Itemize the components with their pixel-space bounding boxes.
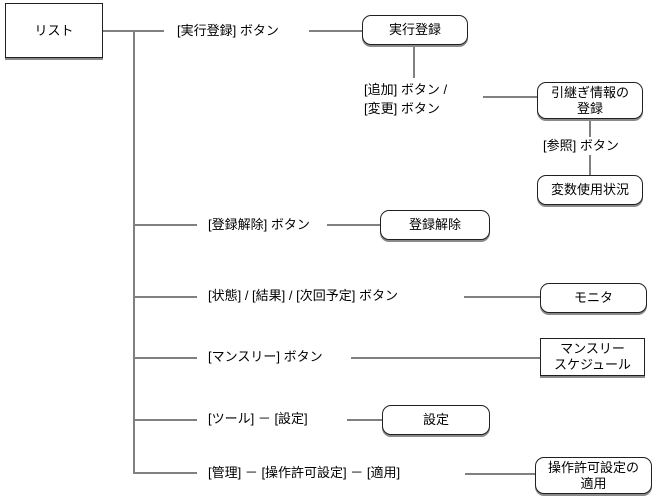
connector-label-to-permission <box>465 473 535 475</box>
branch-tick-monthly <box>133 357 197 359</box>
connector-handover-down-upper <box>589 118 591 137</box>
branch-corner-permission <box>133 472 197 474</box>
screen-node-settings: 設定 <box>382 405 490 435</box>
label-exec-register-button: [実行登録] ボタン <box>177 23 279 38</box>
trunk-line <box>133 30 135 474</box>
connector-label-to-exec-register <box>309 30 362 32</box>
label-reference-button: [参照] ボタン <box>543 138 619 153</box>
screen-node-handover-info-register: 引継ぎ情報の 登録 <box>537 82 643 119</box>
screen-node-permission-line1: 操作許可設定の <box>547 459 639 475</box>
screen-node-handover-line1: 引継ぎ情報の <box>550 84 629 100</box>
label-add-change-button: [追加] ボタン / [変更] ボタン <box>364 80 447 118</box>
connector-label-to-handover <box>483 96 537 98</box>
label-add-change-button-line1: [追加] ボタン / <box>364 82 448 97</box>
screen-node-permission-apply: 操作許可設定の 適用 <box>535 457 652 494</box>
screen-node-list: リスト <box>5 3 103 58</box>
screen-node-monitor: モニタ <box>540 283 647 313</box>
connector-handover-down-lower <box>589 155 591 175</box>
screen-node-handover-line2: 登録 <box>576 100 603 116</box>
screen-node-monthly-line1: マンスリー <box>560 341 625 356</box>
screen-node-variable-usage: 変数使用状況 <box>537 175 643 205</box>
connector-label-to-settings <box>347 419 382 421</box>
connector-label-to-monthly <box>351 357 540 359</box>
branch-tick-settings <box>133 419 197 421</box>
screen-node-monthly-schedule: マンスリー スケジュール <box>540 338 645 376</box>
branch-tick-monitor <box>133 296 197 298</box>
connector-label-to-monitor <box>464 296 540 298</box>
screen-node-permission-line2: 適用 <box>580 475 607 491</box>
screen-node-unregister: 登録解除 <box>380 210 490 240</box>
screen-node-exec-register: 実行登録 <box>362 15 468 45</box>
label-monthly-button: [マンスリー] ボタン <box>208 349 323 364</box>
screen-node-unregister-label: 登録解除 <box>408 217 461 232</box>
label-add-change-button-line2: [変更] ボタン <box>364 101 440 116</box>
label-tools-settings-menu: [ツール] － [設定] <box>208 411 308 426</box>
connector-exec-register-down <box>413 44 415 78</box>
screen-node-list-label: リスト <box>34 22 74 38</box>
connector-label-to-unregister <box>327 224 380 226</box>
label-unregister-button: [登録解除] ボタン <box>208 217 310 232</box>
screen-node-variable-usage-label: 変数使用状況 <box>550 182 629 197</box>
screen-node-exec-register-label: 実行登録 <box>388 22 441 37</box>
screen-node-monthly-line2: スケジュール <box>553 357 632 372</box>
screen-node-settings-label: 設定 <box>422 412 449 427</box>
branch-tick-unregister <box>133 224 197 226</box>
label-admin-permission-apply-menu: [管理] － [操作許可設定] － [適用] <box>208 465 401 480</box>
screen-node-monitor-label: モニタ <box>573 290 613 305</box>
label-status-result-schedule-button: [状態] / [結果] / [次回予定] ボタン <box>208 288 398 303</box>
